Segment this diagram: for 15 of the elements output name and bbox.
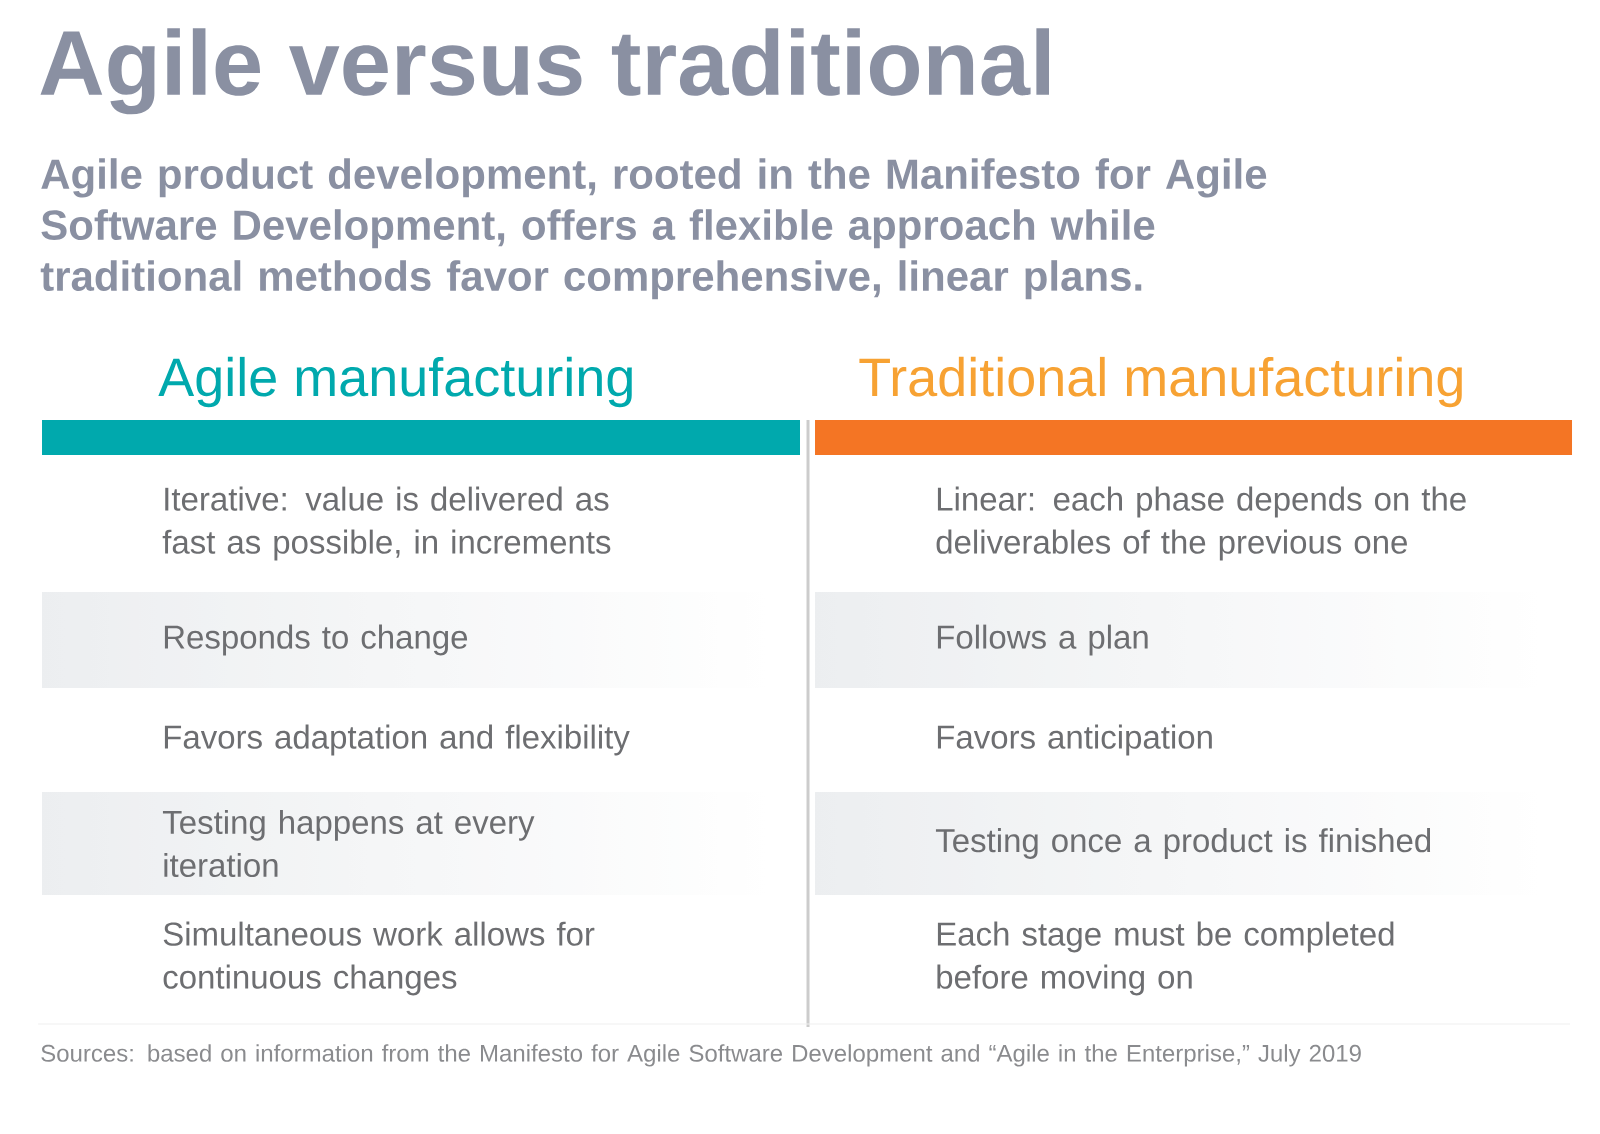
subtitle: Agile product development, rooted in the Manifesto for Agile Software Development, offers a flexible approach while traditional methods favor comprehensive, linear plans. [40, 158, 1267, 300]
table-cell: Favors adaptation and flexibility [164, 724, 630, 756]
table-cell: Simultaneous work allows for continuous changes [163, 921, 595, 996]
table-cell: Testing once a product is finished [935, 828, 1431, 859]
table-cell: Responds to change [164, 624, 468, 656]
column-heading: Agile manufacturing [158, 356, 632, 408]
table-cell: Iterative: value is delivered as fast as possible, in increments [162, 486, 611, 561]
source-note: Sources: based on information from the Manifesto for Agile Software Development and “Agile in the Enterprise,” July 2019 [41, 1044, 1361, 1067]
title: Agile versus traditional [40, 28, 1049, 115]
table-cell: Testing happens at every iteration [162, 809, 535, 878]
table-cell: Linear: each phase depends on the deliverables of the previous one [936, 486, 1466, 561]
table-cell: Each stage must be completed before moving on [937, 921, 1394, 996]
table-cell: Favors anticipation [937, 724, 1212, 756]
table-cell: Follows a plan [937, 624, 1148, 656]
column-heading: Traditional manufacturing [859, 356, 1462, 408]
